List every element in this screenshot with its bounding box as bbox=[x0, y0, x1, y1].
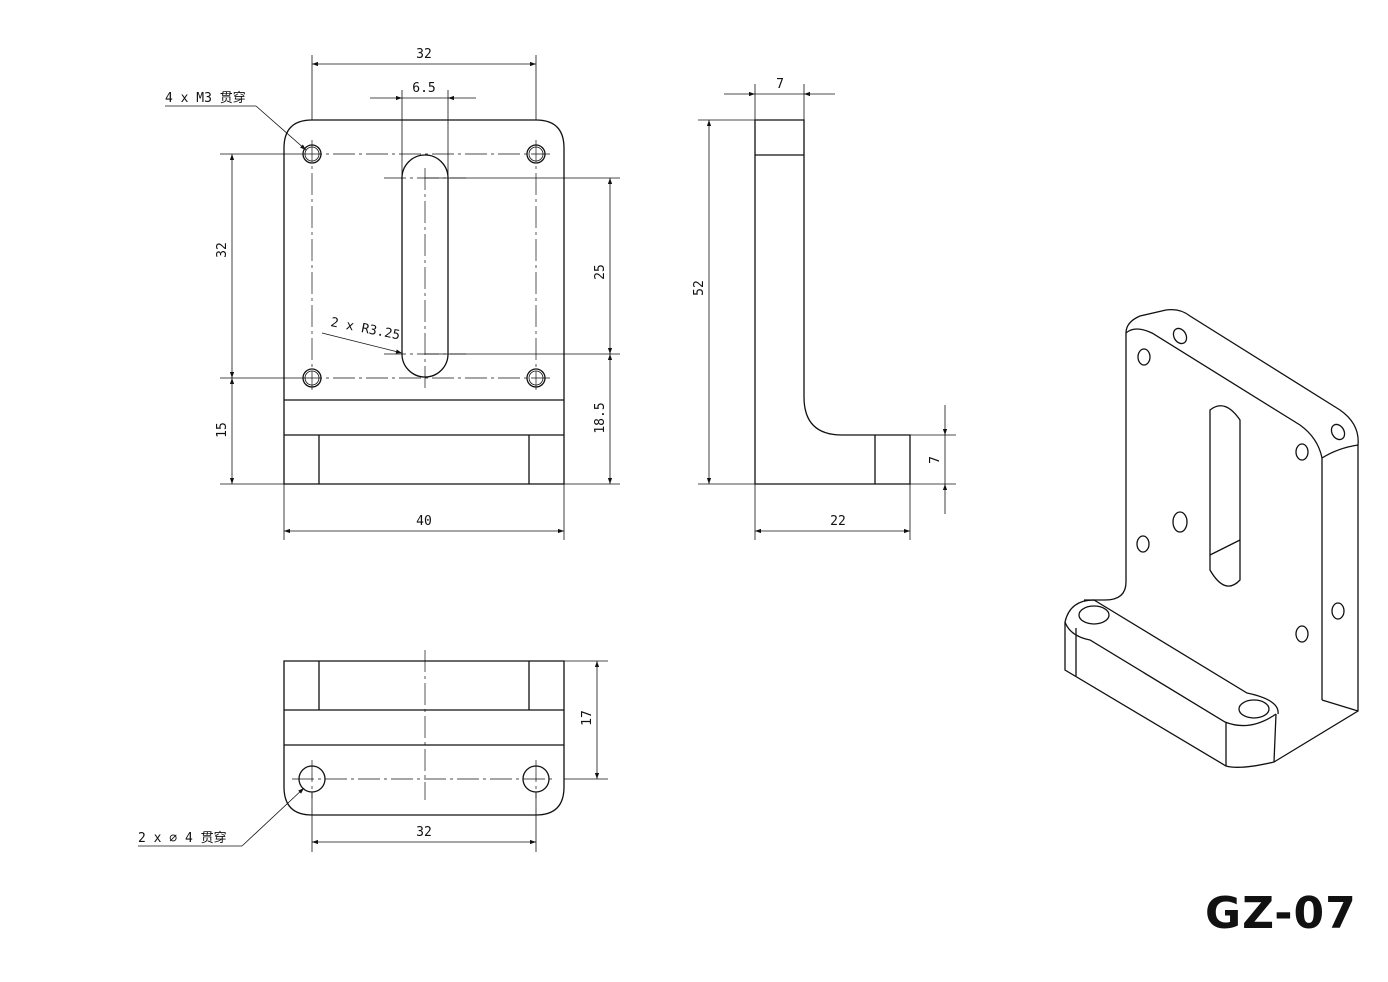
note-thru-holes: 2 x ∅ 4 贯穿 bbox=[138, 830, 227, 846]
dim-slot-length: 25 bbox=[593, 264, 608, 280]
dim-bottom-depth: 17 bbox=[580, 710, 595, 726]
part-code-title: GZ-07 bbox=[1205, 888, 1357, 939]
note-slot-radius: 2 x R3.25 bbox=[329, 315, 401, 343]
dim-slot-width: 6.5 bbox=[412, 81, 435, 96]
dim-front-top-width: 32 bbox=[416, 47, 432, 62]
dim-bottom-hole-spacing: 32 bbox=[416, 825, 432, 840]
side-view: 7 52 7 22 bbox=[692, 77, 956, 540]
dim-overall-height: 52 bbox=[692, 280, 707, 296]
front-view-outline bbox=[283, 119, 565, 485]
front-view: 32 6.5 32 15 25 18.5 40 4 x M bbox=[165, 47, 620, 540]
dim-side-thickness: 7 bbox=[776, 77, 784, 92]
isometric-view bbox=[1064, 308, 1359, 768]
m3-holes bbox=[302, 144, 546, 388]
side-view-outline bbox=[754, 119, 911, 485]
dim-foot-length: 22 bbox=[830, 514, 846, 529]
dim-base-height: 15 bbox=[215, 422, 230, 438]
bottom-view-outline bbox=[283, 660, 565, 816]
note-tapped-holes: 4 x M3 贯穿 bbox=[165, 90, 246, 106]
dim-overall-width: 40 bbox=[416, 514, 432, 529]
dim-slot-bottom-offset: 18.5 bbox=[593, 402, 608, 433]
bottom-view: 17 32 2 x ∅ 4 贯穿 bbox=[138, 650, 608, 852]
dim-hole-vertical-spacing: 32 bbox=[215, 242, 230, 258]
dim-foot-thickness: 7 bbox=[928, 456, 943, 464]
